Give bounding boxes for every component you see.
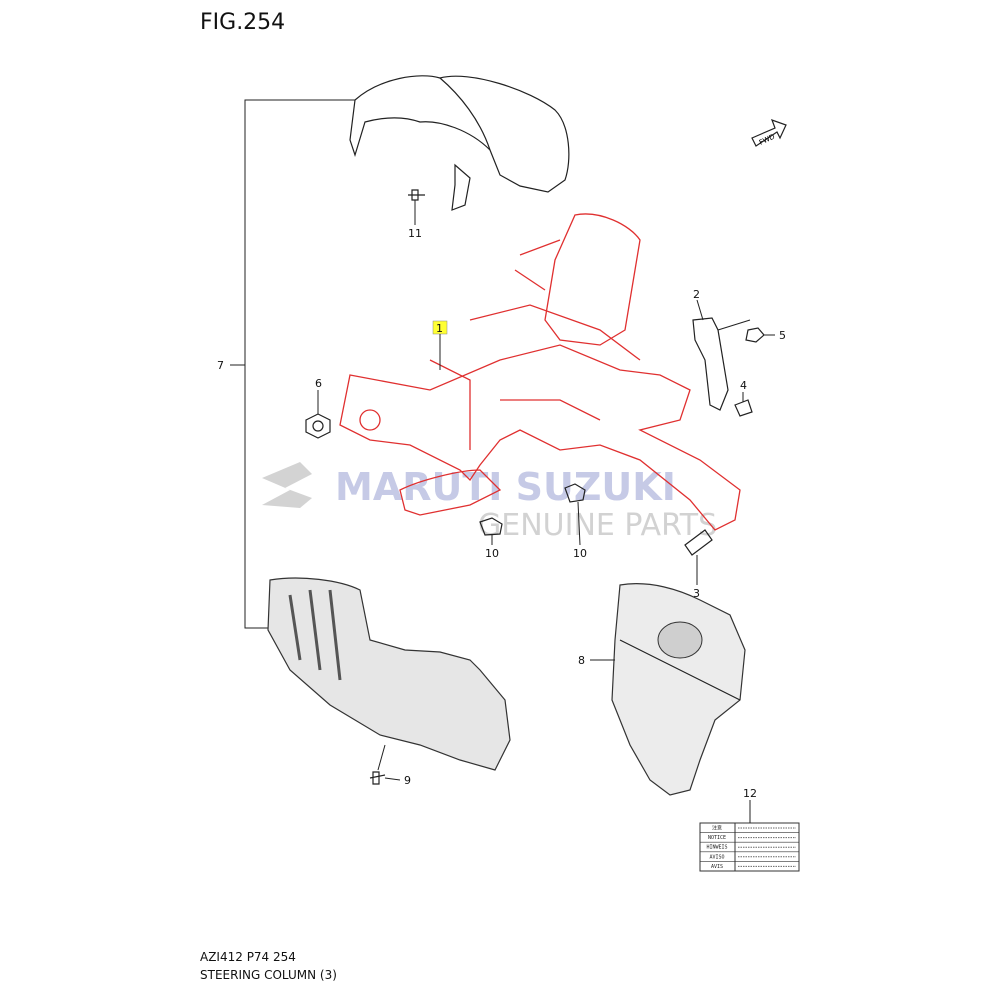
watermark: MARUTI SUZUKI GENUINE PARTS [262, 462, 717, 543]
screw-9[interactable] [369, 771, 386, 785]
callout-7: 7 [217, 359, 224, 372]
bolt-4[interactable] [734, 399, 753, 417]
watermark-tagline: GENUINE PARTS [478, 508, 717, 543]
nut-6[interactable] [305, 413, 331, 439]
label-row-text: HINWEIS [706, 845, 727, 851]
steering-column-assembly[interactable] [339, 213, 741, 531]
bracket-7 [230, 99, 355, 629]
callout-9: 9 [404, 774, 411, 787]
suzuki-logo [262, 462, 312, 508]
screw-11[interactable] [408, 189, 425, 201]
nut-10a[interactable] [564, 483, 586, 503]
nut-5[interactable] [745, 327, 765, 343]
callout-10a: 10 [573, 547, 587, 560]
callout-11: 11 [408, 227, 422, 240]
figure-name: STEERING COLUMN (3) [200, 968, 337, 982]
lower-column-cover[interactable] [267, 577, 511, 771]
callout-5: 5 [779, 329, 786, 342]
leader-lines [317, 200, 775, 823]
callout-3: 3 [693, 587, 700, 600]
callout-12: 12 [743, 787, 757, 800]
callout-4: 4 [740, 379, 747, 392]
callouts: 1 2 3 4 5 6 7 8 9 10 10 11 12 [217, 227, 786, 800]
callout-2: 2 [693, 288, 700, 301]
shield-8[interactable] [611, 583, 746, 796]
label-row-text: AVISO [709, 854, 724, 860]
callout-6: 6 [315, 377, 322, 390]
callout-1: 1 [436, 322, 443, 335]
upper-column-cover[interactable] [349, 75, 570, 211]
figure-code: AZI412 P74 254 [200, 950, 296, 964]
figure-title: FIG.254 [200, 10, 286, 35]
label-row-text: 注意 [712, 825, 722, 832]
nut-10b[interactable] [479, 517, 503, 536]
bolt-3[interactable] [684, 529, 713, 556]
fwd-arrow-icon: FWD [751, 119, 787, 147]
caution-label-12: 注意 NOTICE HINWEIS AVISO AVIS [699, 822, 800, 872]
label-row-text: AVIS [711, 864, 723, 870]
callout-8: 8 [578, 654, 585, 667]
bracket-2[interactable] [692, 317, 729, 411]
watermark-brand: MARUTI SUZUKI [335, 465, 676, 509]
callout-10b: 10 [485, 547, 499, 560]
label-row-text: NOTICE [708, 835, 726, 841]
